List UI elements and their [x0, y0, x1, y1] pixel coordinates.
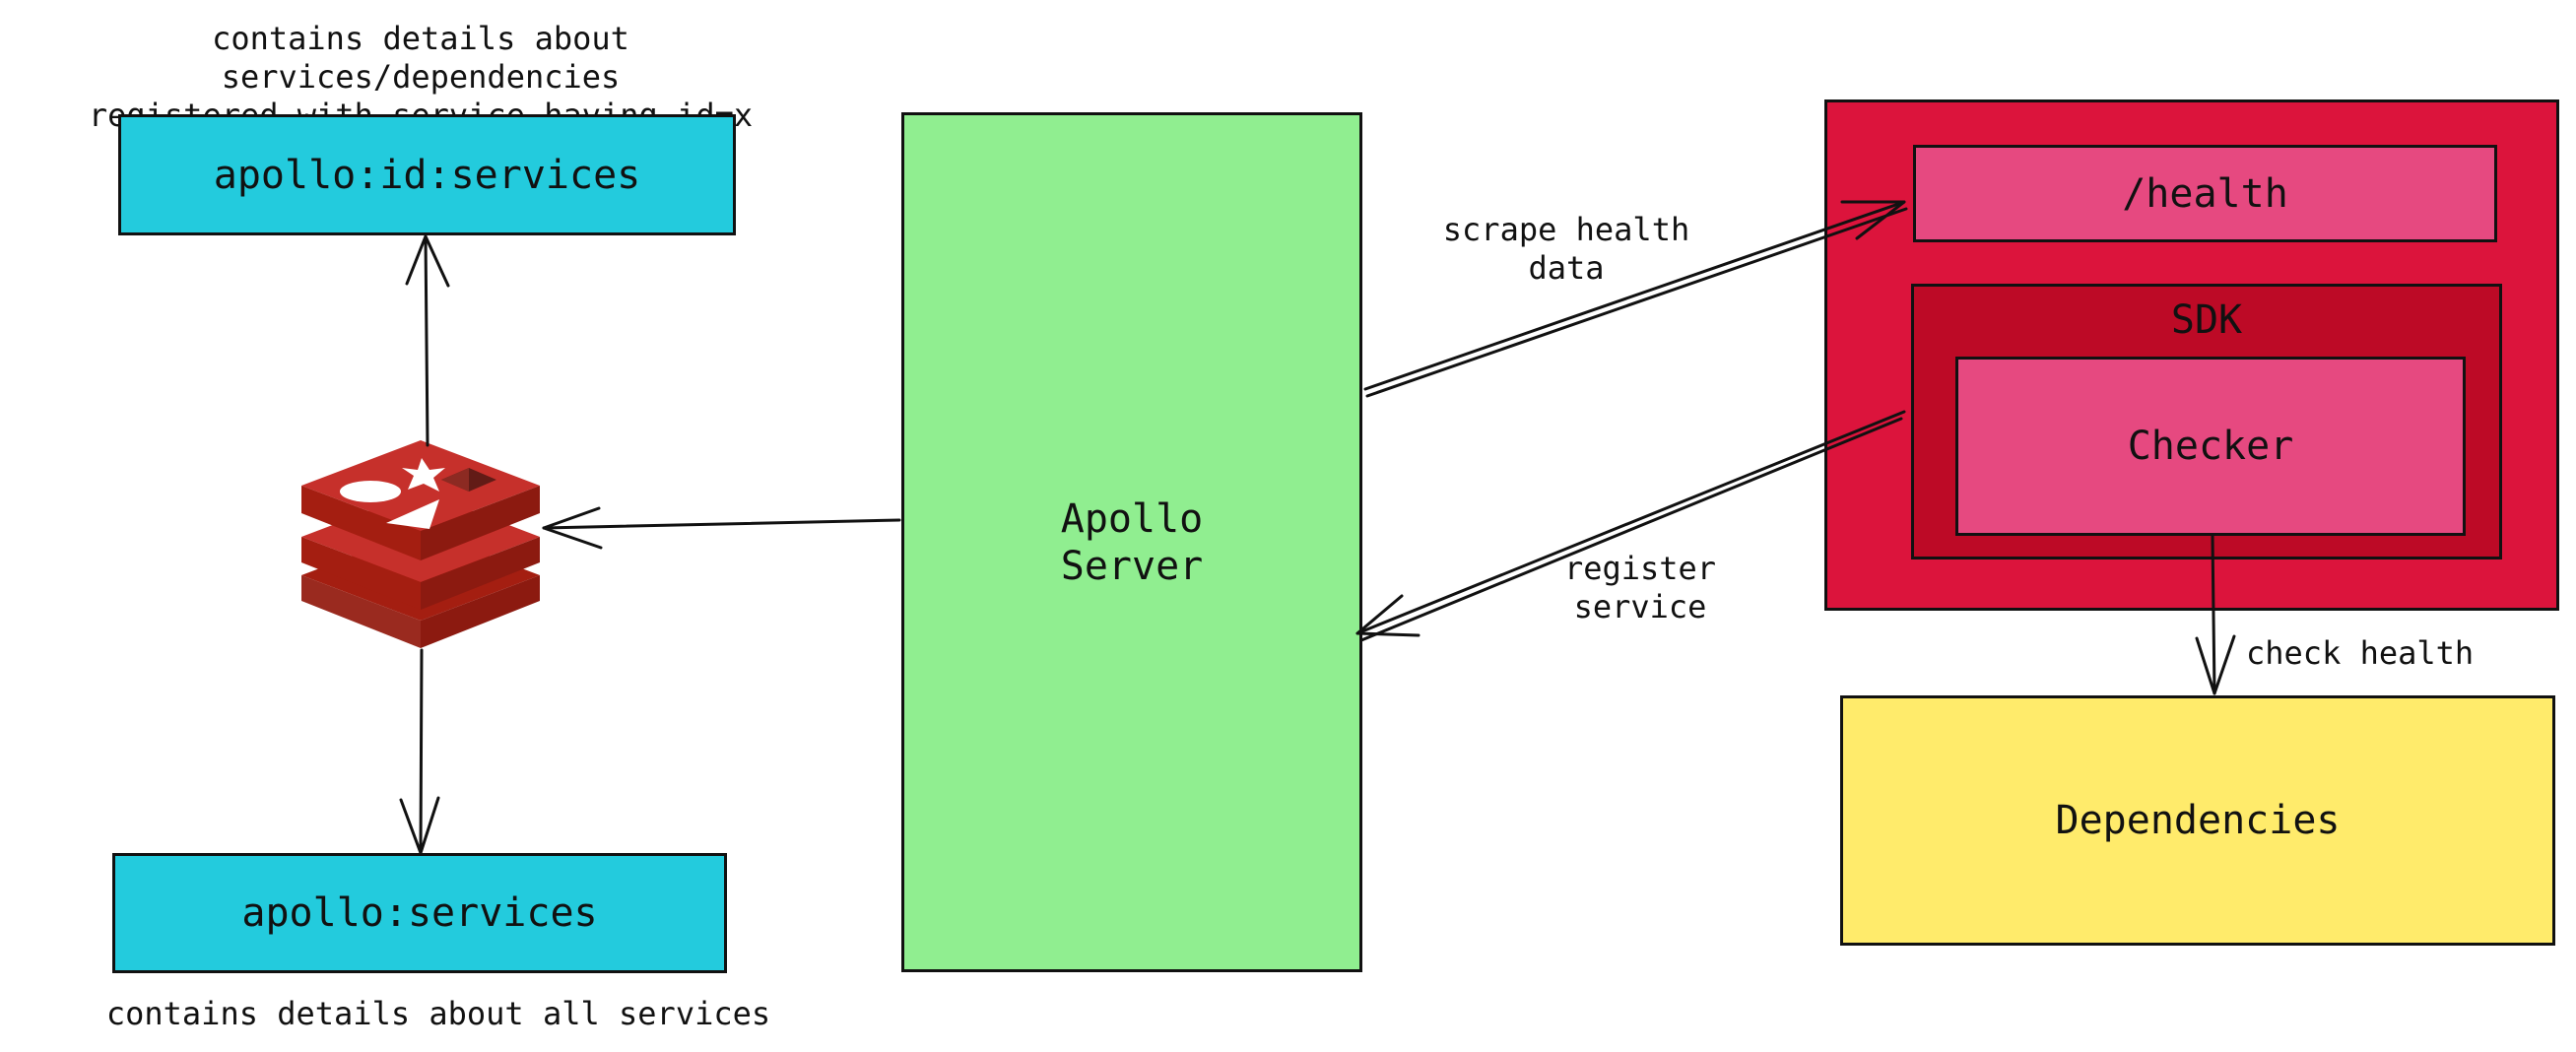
check-health-label: check health	[2246, 634, 2475, 672]
arrowhead-redis	[542, 506, 603, 550]
apollo-server-label: Apollo Server	[1060, 495, 1204, 589]
sdk-label: SDK	[2170, 297, 2243, 343]
apollo-server-box[interactable]: Apollo Server	[901, 112, 1362, 972]
arrowhead-dependencies	[2195, 634, 2236, 695]
apollo-services-label: apollo:services	[241, 890, 598, 936]
all-services-note: contains details about all services	[105, 995, 771, 1032]
arrowhead-server	[1355, 594, 1420, 637]
dependencies-label: Dependencies	[2055, 798, 2341, 843]
arrow-redis-to-id-services	[424, 234, 429, 447]
arrow-check-health	[2211, 534, 2216, 695]
apollo-id-services-label: apollo:id:services	[213, 152, 641, 198]
health-endpoint-box[interactable]: /health	[1913, 145, 2497, 242]
register-service-label: register service	[1563, 550, 1717, 625]
arrowhead-health	[1840, 200, 1906, 240]
checker-box[interactable]: Checker	[1955, 357, 2466, 536]
apollo-id-services-box[interactable]: apollo:id:services	[118, 114, 736, 235]
arrow-scrape-health-double	[1365, 207, 1908, 398]
redis-logo-icon	[301, 440, 540, 648]
arrow-register-service-double	[1359, 417, 1903, 642]
scrape-health-label: scrape health data	[1442, 211, 1690, 287]
arrow-scrape-health	[1363, 200, 1906, 391]
dependencies-box[interactable]: Dependencies	[1840, 695, 2555, 946]
apollo-services-box[interactable]: apollo:services	[112, 853, 727, 973]
arrow-register-service	[1355, 410, 1906, 635]
checker-label: Checker	[2127, 424, 2294, 469]
arrowhead-id-services	[405, 234, 450, 288]
health-endpoint-label: /health	[2122, 170, 2288, 217]
arrow-redis-to-services	[419, 648, 424, 855]
arrow-server-to-redis	[542, 518, 901, 530]
arrowhead-services	[399, 796, 440, 855]
